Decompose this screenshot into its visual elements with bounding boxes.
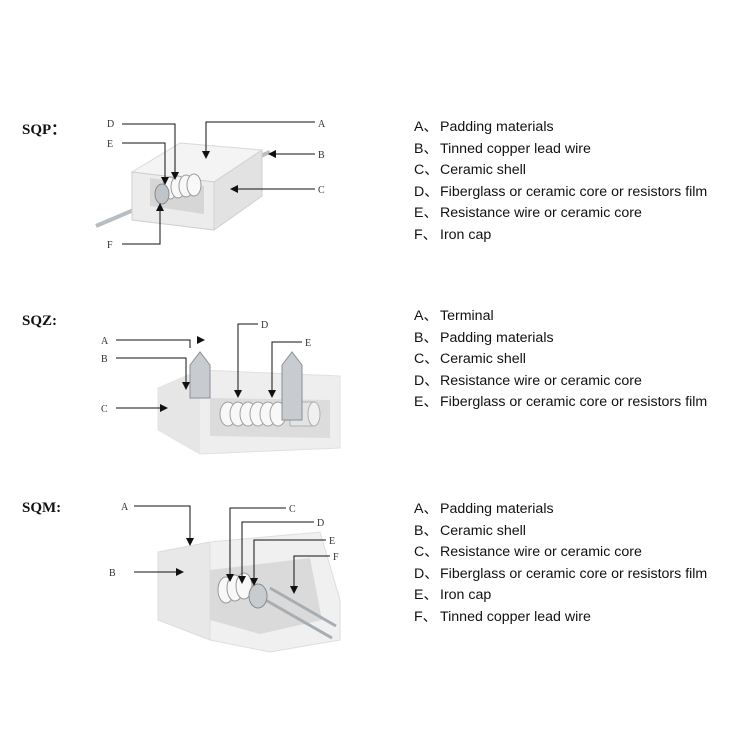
legend-item: E、Resistance wire or ceramic core: [414, 205, 642, 222]
legend-item: A、Terminal: [414, 308, 494, 324]
legend-item: D、Resistance wire or ceramic core: [414, 372, 642, 389]
sqp-resistor-diagram: D E A B C F: [95, 119, 326, 251]
sqm-callout-c: C: [289, 504, 296, 515]
legend-item: C、Resistance wire or ceramic core: [414, 544, 642, 561]
legend-item: B、Padding materials: [414, 329, 554, 346]
sqp-callout-a: A: [318, 119, 326, 130]
sqm-callout-e: E: [329, 536, 335, 547]
sqm-callout-a: A: [121, 502, 129, 513]
legend-item: C、Ceramic shell: [414, 351, 526, 368]
legend-item: D、Fiberglass or ceramic core or resistor…: [414, 565, 708, 582]
legend-item: A、Padding materials: [414, 119, 554, 135]
sqz-callout-b: B: [101, 354, 108, 365]
sqz-callout-a: A: [101, 336, 109, 347]
sqm-legend: A、Padding materials B、Ceramic shell C、Re…: [414, 499, 707, 629]
legend-item: E、Fiberglass or ceramic core or resistor…: [414, 394, 708, 411]
sqp-legend: A、Padding materials B、Tinned copper lead…: [414, 117, 707, 247]
sqz-callout-e: E: [305, 338, 311, 349]
sqm-callout-f: F: [333, 552, 339, 563]
section-label-sqz: SQZ:: [22, 313, 58, 329]
legend-item: D、Fiberglass or ceramic core or resistor…: [414, 183, 708, 200]
section-sqm: SQM:: [0, 470, 750, 750]
legend-item: B、Ceramic shell: [414, 522, 526, 539]
section-label-sqp: SQP：: [22, 122, 67, 138]
sqp-callout-e: E: [107, 139, 113, 150]
sqz-resistor-diagram: A B C D E: [101, 320, 341, 455]
section-sqz: SQZ:: [0, 270, 750, 470]
sqm-resistor-diagram: A B C D E F: [109, 502, 341, 653]
section-label-sqm: SQM:: [22, 500, 62, 516]
legend-item: C、Ceramic shell: [414, 162, 526, 179]
legend-item: F、Tinned copper lead wire: [414, 608, 591, 625]
legend-item: B、Tinned copper lead wire: [414, 140, 591, 157]
sqp-callout-c: C: [318, 185, 325, 196]
sqz-callout-d: D: [261, 320, 268, 331]
sqp-callout-d: D: [107, 119, 114, 130]
sqp-callout-b: B: [318, 150, 325, 161]
legend-item: E、Iron cap: [414, 587, 492, 604]
section-sqp: SQP：: [0, 0, 750, 270]
legend-item: F、Iron cap: [414, 226, 492, 243]
legend-item: A、Padding materials: [414, 501, 554, 517]
sqz-legend: A、Terminal B、Padding materials C、Ceramic…: [414, 306, 707, 414]
sqp-callout-f: F: [107, 240, 113, 251]
sqm-callout-b: B: [109, 568, 116, 579]
sqm-callout-d: D: [317, 518, 324, 529]
sqz-callout-c: C: [101, 404, 108, 415]
